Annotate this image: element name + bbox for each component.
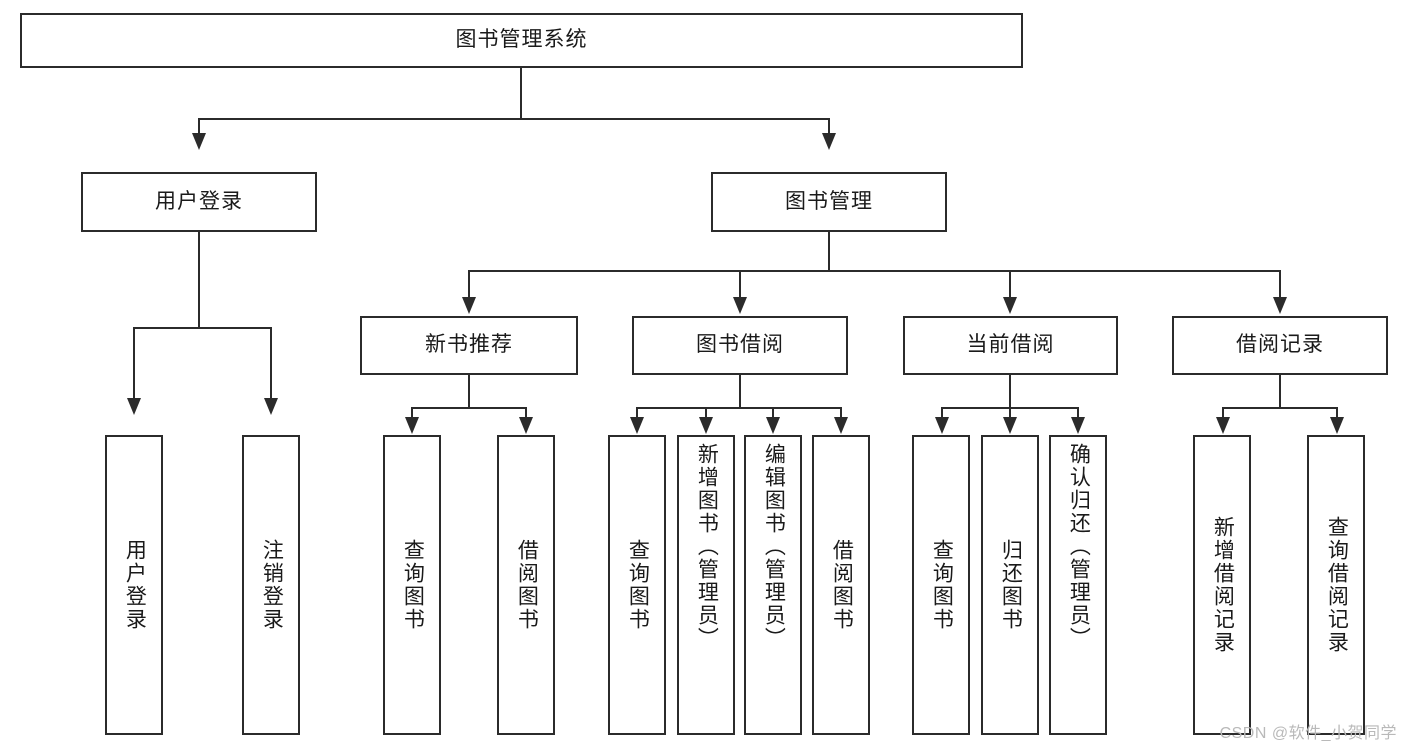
arrow-to-bb-add-book	[699, 417, 713, 434]
leaf-logout[interactable]: 注销登录	[242, 435, 300, 735]
connector-level2-drop-user-login	[198, 118, 200, 135]
connector-borrow-record-stem	[1279, 375, 1281, 408]
connector-book-management-stem	[828, 232, 830, 271]
node-label: 借阅图书	[830, 539, 854, 631]
connector-drop-bb-add-book	[705, 407, 707, 419]
connector-level2-bar	[198, 118, 830, 120]
arrow-to-nbr-borrow-book	[519, 417, 533, 434]
node-label: 查询图书	[930, 539, 954, 631]
connector-drop-book-borrow	[739, 270, 741, 299]
leaf-br-query-record[interactable]: 查询借阅记录	[1307, 435, 1365, 735]
leaf-cb-query-book[interactable]: 查询图书	[912, 435, 970, 735]
node-book-borrow[interactable]: 图书借阅	[632, 316, 848, 375]
arrow-to-br-add-record	[1216, 417, 1230, 434]
leaf-bb-edit-book[interactable]: 编辑图书（管理员）	[744, 435, 802, 735]
connector-drop-cb-return-book	[1009, 407, 1011, 419]
connector-user-login-bar	[133, 327, 271, 329]
node-label: 查询图书	[401, 539, 425, 631]
node-label: 图书借阅	[696, 333, 784, 357]
connector-drop-bb-borrow-book	[840, 407, 842, 419]
node-label: 借阅记录	[1236, 333, 1324, 357]
node-label: 编辑图书（管理员）	[762, 443, 786, 650]
node-current-borrow[interactable]: 当前借阅	[903, 316, 1118, 375]
connector-drop-borrow-record	[1279, 270, 1281, 299]
connector-drop-br-add-record	[1222, 407, 1224, 419]
arrow-to-current-borrow	[1003, 297, 1017, 314]
node-label: 新书推荐	[425, 333, 513, 357]
connector-drop-leaf-logout	[270, 327, 272, 400]
leaf-bb-query-book[interactable]: 查询图书	[608, 435, 666, 735]
arrow-to-leaf-user-login	[127, 398, 141, 415]
arrow-to-bb-edit-book	[766, 417, 780, 434]
node-label: 用户登录	[123, 539, 147, 631]
node-borrow-record[interactable]: 借阅记录	[1172, 316, 1388, 375]
node-label: 查询借阅记录	[1325, 516, 1349, 654]
node-root-book-management-system[interactable]: 图书管理系统	[20, 13, 1023, 68]
connector-drop-bb-edit-book	[772, 407, 774, 419]
arrow-to-new-book-recommend	[462, 297, 476, 314]
arrow-to-leaf-logout	[264, 398, 278, 415]
connector-current-borrow-stem	[1009, 375, 1011, 408]
node-label: 查询图书	[626, 539, 650, 631]
node-label: 当前借阅	[966, 333, 1055, 357]
connector-book-borrow-bar	[636, 407, 842, 409]
connector-user-login-stem	[198, 232, 200, 328]
node-label: 借阅图书	[515, 539, 539, 631]
arrow-to-book-borrow	[733, 297, 747, 314]
arrow-to-bb-borrow-book	[834, 417, 848, 434]
connector-drop-new-book-recommend	[468, 270, 470, 299]
connector-drop-bb-query-book	[636, 407, 638, 419]
connector-drop-br-query-record	[1336, 407, 1338, 419]
arrow-to-borrow-record	[1273, 297, 1287, 314]
leaf-cb-confirm-return[interactable]: 确认归还（管理员）	[1049, 435, 1107, 735]
leaf-user-login[interactable]: 用户登录	[105, 435, 163, 735]
node-label: 图书管理	[785, 189, 873, 213]
leaf-nbr-borrow-book[interactable]: 借阅图书	[497, 435, 555, 735]
node-user-login[interactable]: 用户登录	[81, 172, 317, 232]
connector-drop-current-borrow	[1009, 270, 1011, 299]
leaf-bb-borrow-book[interactable]: 借阅图书	[812, 435, 870, 735]
leaf-bb-add-book[interactable]: 新增图书（管理员）	[677, 435, 735, 735]
arrow-to-book-management	[822, 133, 836, 150]
arrow-to-br-query-record	[1330, 417, 1344, 434]
node-label: 图书管理系统	[455, 28, 588, 52]
arrow-to-bb-query-book	[630, 417, 644, 434]
arrow-to-cb-return-book	[1003, 417, 1017, 434]
connector-drop-cb-confirm-return	[1077, 407, 1079, 419]
csdn-watermark: CSDN @软件_小贺同学	[1219, 725, 1397, 742]
connector-level3-bar	[468, 270, 1280, 272]
connector-borrow-record-bar	[1222, 407, 1337, 409]
connector-drop-leaf-user-login	[133, 327, 135, 400]
arrow-to-cb-query-book	[935, 417, 949, 434]
node-book-management[interactable]: 图书管理	[711, 172, 947, 232]
connector-level2-drop-book-management	[828, 118, 830, 135]
arrow-to-nbr-query-book	[405, 417, 419, 434]
connector-root-stem	[520, 68, 522, 119]
node-label: 注销登录	[260, 539, 284, 631]
arrow-to-user-login	[192, 133, 206, 150]
node-label: 新增图书（管理员）	[695, 443, 719, 650]
node-label: 新增借阅记录	[1211, 516, 1235, 654]
node-label: 用户登录	[155, 189, 243, 213]
leaf-cb-return-book[interactable]: 归还图书	[981, 435, 1039, 735]
node-label: 归还图书	[999, 539, 1023, 631]
arrow-to-cb-confirm-return	[1071, 417, 1085, 434]
connector-drop-nbr-query-book	[411, 407, 413, 419]
connector-drop-nbr-borrow-book	[525, 407, 527, 419]
connector-new-book-recommend-stem	[468, 375, 470, 408]
leaf-br-add-record[interactable]: 新增借阅记录	[1193, 435, 1251, 735]
connector-new-book-recommend-bar	[411, 407, 526, 409]
connector-drop-cb-query-book	[941, 407, 943, 419]
connector-book-borrow-stem	[739, 375, 741, 408]
node-label: 确认归还（管理员）	[1067, 443, 1091, 650]
leaf-nbr-query-book[interactable]: 查询图书	[383, 435, 441, 735]
node-new-book-recommend[interactable]: 新书推荐	[360, 316, 578, 375]
